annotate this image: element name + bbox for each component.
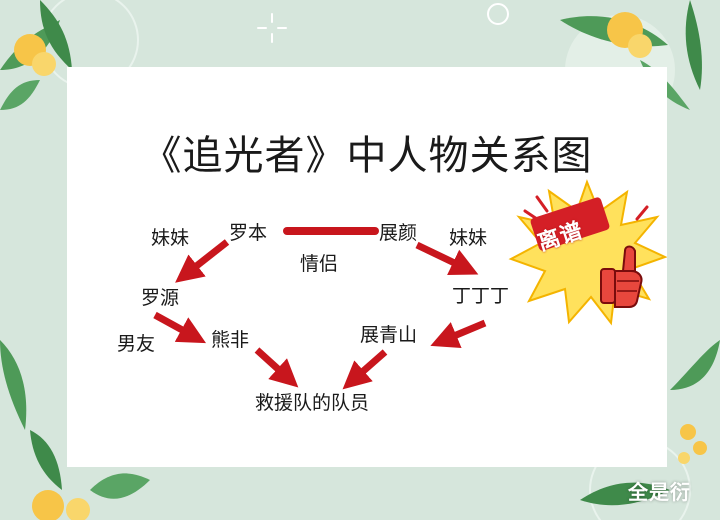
person-zhanyan: 展颜 [379, 222, 418, 244]
flower-icon [607, 12, 652, 58]
flower-icon [678, 424, 707, 464]
flower-icon [32, 490, 90, 520]
arrow-xiongfei-rescue [254, 347, 299, 388]
diagram-card: 《追光者》中人物关系图 罗本 展颜 罗源 丁丁丁 熊非 展青山 救援队的队员 情… [67, 67, 667, 467]
outrageous-sticker [508, 179, 667, 326]
leaf-icon [580, 340, 720, 506]
flower-icon [14, 34, 56, 76]
arrow-dingdingding-zhanqingshan [430, 319, 487, 348]
arrow-zhanyan-dingdingding [415, 241, 479, 275]
relation-lovers: 情侣 [300, 253, 339, 275]
relation-boyfriend: 男友 [117, 333, 156, 355]
thumbs-up-icon [600, 245, 643, 308]
arrow-zhanqingshan-rescue [342, 349, 388, 390]
relation-sister-right: 妹妹 [449, 227, 488, 249]
page-title: 《追光者》中人物关系图 [141, 133, 593, 179]
arrow-luoyuan-xiongfei [153, 311, 207, 344]
person-zhanqingshan: 展青山 [360, 324, 418, 346]
person-luoyuan: 罗源 [141, 287, 180, 309]
watermark: 全是衍 [628, 480, 691, 504]
arrow-luoben-luoyuan [175, 239, 230, 283]
relation-sister-left: 妹妹 [151, 227, 190, 249]
sparkle-icon [257, 13, 287, 43]
person-dingdingding: 丁丁丁 [452, 285, 510, 307]
leaf-icon [0, 340, 62, 490]
relation-links [153, 227, 487, 390]
person-xiongfei: 熊非 [211, 329, 250, 351]
leaf-icon [90, 473, 150, 499]
person-rescue-team: 救援队的队员 [255, 392, 370, 414]
person-luoben: 罗本 [229, 222, 268, 244]
